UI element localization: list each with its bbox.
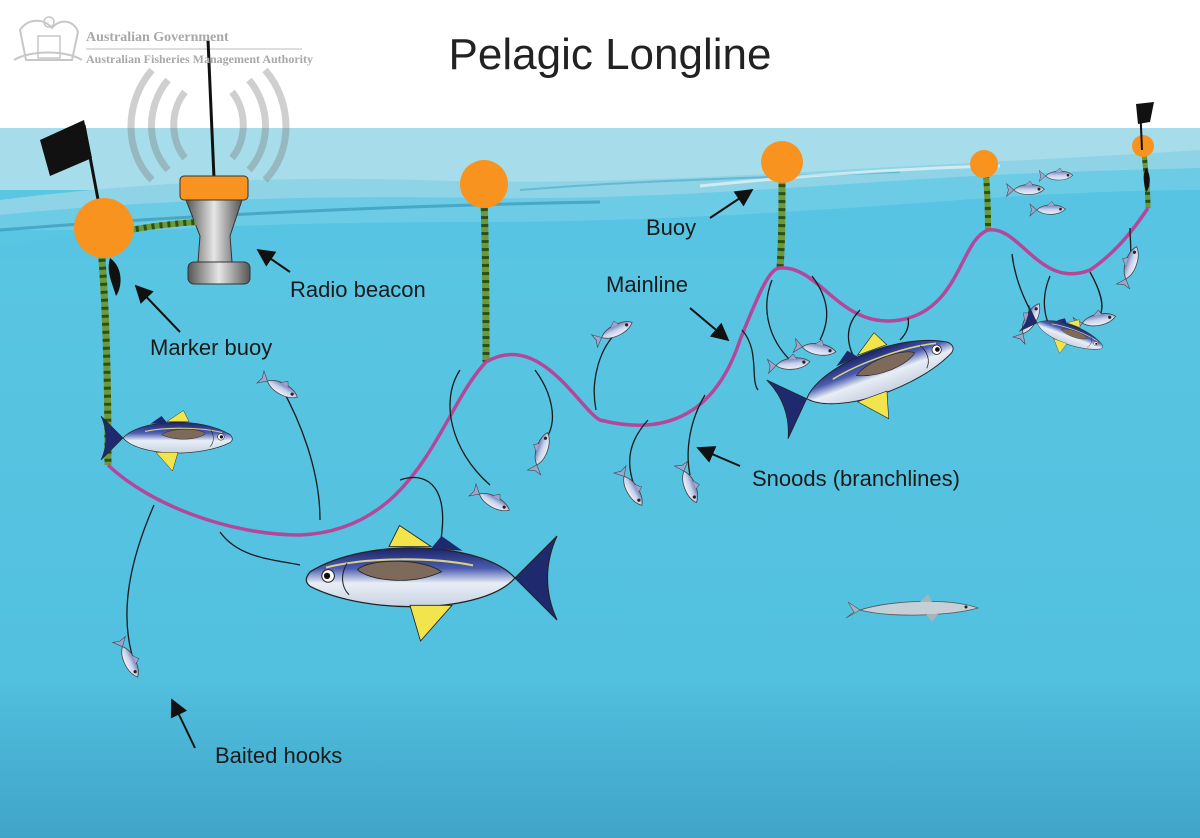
diagram-title: Pelagic Longline [448, 30, 772, 79]
shark-icon [845, 594, 980, 622]
label-snoods: Snoods (branchlines) [752, 466, 960, 491]
end-marker-flag [1136, 102, 1154, 192]
arrow-icon [134, 189, 754, 749]
australian-coat-of-arms-icon [13, 16, 83, 61]
wave-front [0, 190, 1200, 260]
label-buoy: Buoy [646, 215, 697, 240]
mainline [106, 207, 1150, 537]
agency-name: Australian Fisheries Management Authorit… [86, 52, 313, 66]
label-baited-hooks: Baited hooks [215, 743, 343, 768]
buoy-3 [970, 150, 998, 178]
radio-beacon-icon [179, 39, 251, 285]
gov-name: Australian Government [86, 30, 229, 45]
buoy-2 [761, 141, 803, 183]
label-marker-buoy: Marker buoy [150, 335, 273, 360]
buoy-4 [1132, 135, 1154, 157]
label-radio-beacon: Radio beacon [290, 277, 426, 302]
buoys [460, 135, 1154, 208]
label-mainline: Mainline [606, 272, 688, 297]
ocean [0, 190, 1200, 838]
snoods [126, 227, 1132, 656]
buoy-1 [460, 160, 508, 208]
signal-waves [127, 67, 290, 183]
